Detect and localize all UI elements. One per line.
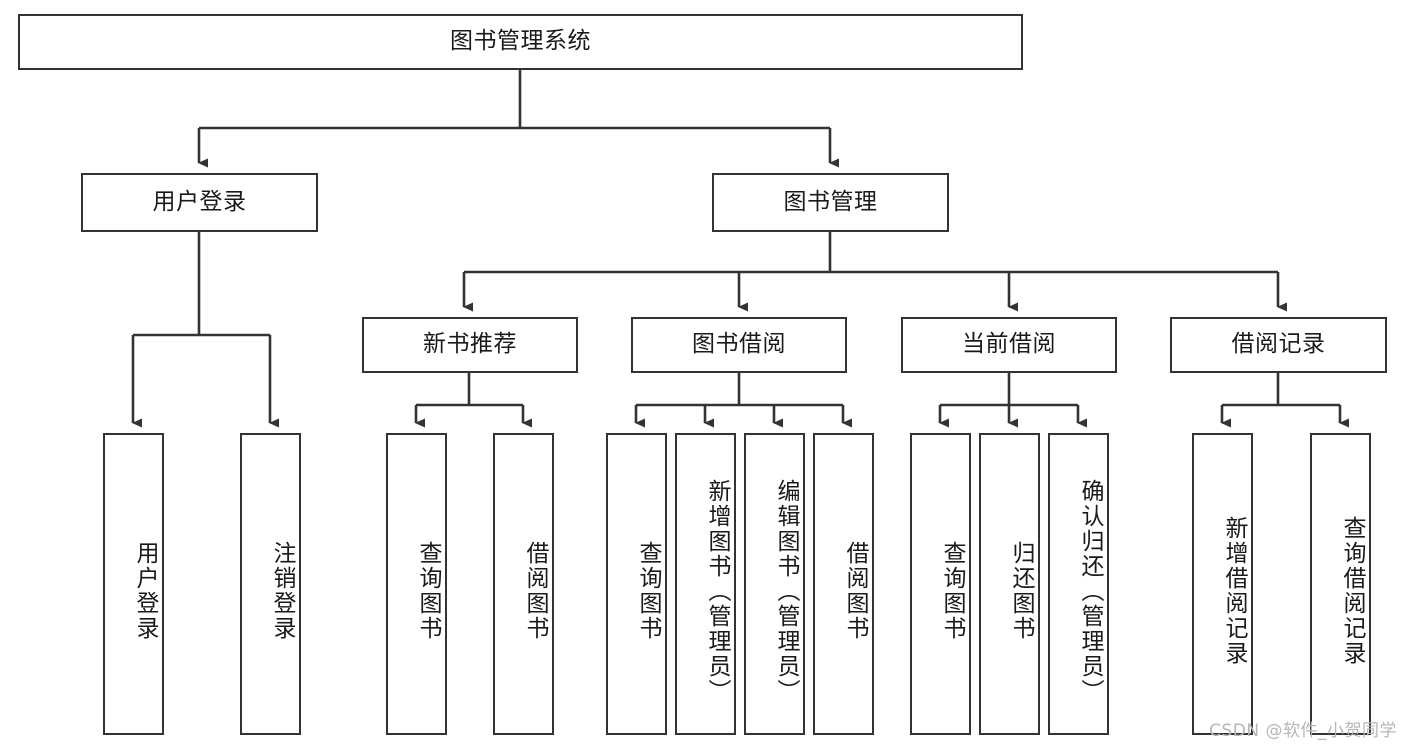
leaf-label: 借阅图书 [522,541,548,641]
leaf-book-borrow-query[interactable]: 查询图书 [606,433,667,735]
node-user-login[interactable]: 用户登录 [81,173,318,232]
node-book-borrow[interactable]: 图书借阅 [631,317,847,373]
leaf-new-book-borrow[interactable]: 借阅图书 [493,433,554,735]
leaf-label: 查询图书 [939,541,965,641]
leaf-book-borrow-borrow[interactable]: 借阅图书 [813,433,874,735]
node-book-management[interactable]: 图书管理 [712,173,949,232]
leaf-borrow-record-add[interactable]: 新增借阅记录 [1192,433,1253,735]
leaf-borrow-record-query[interactable]: 查询借阅记录 [1310,433,1371,735]
node-current-borrow[interactable]: 当前借阅 [901,317,1117,373]
leaf-label: 注销登录 [269,541,295,641]
node-root-system[interactable]: 图书管理系统 [18,14,1023,70]
leaf-label: 借阅图书 [842,541,868,641]
leaf-label: 新增图书（管理员） [704,478,730,704]
leaf-label: 归还图书 [1008,541,1034,641]
leaf-book-borrow-add[interactable]: 新增图书（管理员） [675,433,736,735]
leaf-current-borrow-query[interactable]: 查询图书 [910,433,971,735]
csdn-watermark: CSDN @软件_小贺同学 [1209,721,1397,741]
leaf-current-borrow-confirm[interactable]: 确认归还（管理员） [1048,433,1109,735]
leaf-label: 确认归还（管理员） [1077,478,1103,704]
leaf-user-login-login[interactable]: 用户登录 [103,433,164,735]
node-new-book-recommend[interactable]: 新书推荐 [362,317,578,373]
leaf-label: 查询图书 [635,541,661,641]
leaf-book-borrow-edit[interactable]: 编辑图书（管理员） [744,433,805,735]
node-borrow-record[interactable]: 借阅记录 [1170,317,1387,373]
leaf-label: 查询借阅记录 [1339,516,1365,666]
leaf-label: 新增借阅记录 [1221,516,1247,666]
leaf-label: 用户登录 [132,541,158,641]
leaf-new-book-query[interactable]: 查询图书 [386,433,447,735]
leaf-label: 编辑图书（管理员） [773,478,799,704]
leaf-label: 查询图书 [415,541,441,641]
leaf-current-borrow-return[interactable]: 归还图书 [979,433,1040,735]
leaf-user-login-logout[interactable]: 注销登录 [240,433,301,735]
